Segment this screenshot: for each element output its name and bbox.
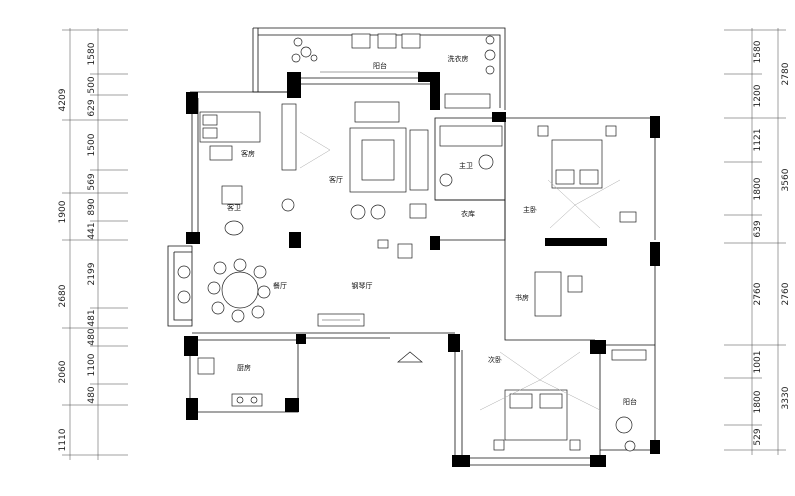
lighting-rays <box>299 131 621 411</box>
dim-right-inner-3: 1121 <box>753 129 763 152</box>
dim-left-outer-3: 2680 <box>58 284 68 307</box>
dim-right-inner-1: 1580 <box>753 40 763 63</box>
dim-left-inner-11: 1100 <box>87 353 97 376</box>
dim-right-inner-6: 2760 <box>753 282 763 305</box>
right-dimension-lines <box>724 28 786 455</box>
dim-left-inner-10: 480 <box>87 328 97 345</box>
dim-right-outer-1: 2780 <box>781 62 791 85</box>
dim-left-inner-12: 480 <box>87 386 97 403</box>
dim-right-inner-9: 529 <box>753 428 763 445</box>
dim-left-outer-1: 4209 <box>58 88 68 111</box>
dim-left-inner-9: 481 <box>87 309 97 326</box>
label-living-room: 客厅 <box>329 175 343 184</box>
label-balcony-top: 阳台 <box>373 61 387 70</box>
dim-left-outer-5: 1110 <box>58 428 68 451</box>
label-closet: 衣库 <box>461 209 475 218</box>
label-dining-room: 餐厅 <box>273 281 287 290</box>
label-master-bath: 主卫 <box>459 161 473 170</box>
dim-left-inner-3: 629 <box>87 99 97 116</box>
label-study: 书房 <box>515 293 529 302</box>
wall-posts <box>184 72 660 467</box>
dim-left-inner-5: 569 <box>87 173 97 190</box>
left-dimension-lines <box>62 28 128 460</box>
dim-right-inner-4: 1800 <box>753 177 763 200</box>
label-kitchen: 厨房 <box>237 363 251 372</box>
dim-right-outer-3: 2760 <box>781 282 791 305</box>
label-guest-bath: 客卫 <box>227 203 241 212</box>
label-second-bedroom: 次卧 <box>488 355 502 364</box>
dim-left-inner-1: 1580 <box>87 42 97 65</box>
label-guest-room: 客房 <box>241 149 255 158</box>
dim-right-outer-2: 3560 <box>781 168 791 191</box>
dim-left-inner-6: 890 <box>87 198 97 215</box>
label-laundry: 洗衣房 <box>448 54 469 63</box>
label-balcony-right: 阳台 <box>623 397 637 406</box>
dim-right-inner-7: 1001 <box>753 351 763 374</box>
label-master-bedroom: 主卧 <box>523 205 537 214</box>
dim-right-inner-2: 1200 <box>753 84 763 107</box>
dim-right-inner-8: 1800 <box>753 390 763 413</box>
dim-left-outer-4: 2060 <box>58 360 68 383</box>
dim-right-outer-4: 3330 <box>781 386 791 409</box>
plant-icon <box>291 35 496 75</box>
dim-left-inner-8: 2199 <box>87 262 97 285</box>
label-piano-hall: 钢琴厅 <box>352 281 373 290</box>
dim-left-inner-7: 441 <box>87 222 97 239</box>
dim-right-inner-5: 639 <box>753 220 763 237</box>
dim-left-outer-2: 1900 <box>58 200 68 223</box>
furniture <box>177 33 647 452</box>
dim-left-inner-2: 500 <box>87 76 97 93</box>
dim-left-inner-4: 1500 <box>87 133 97 156</box>
